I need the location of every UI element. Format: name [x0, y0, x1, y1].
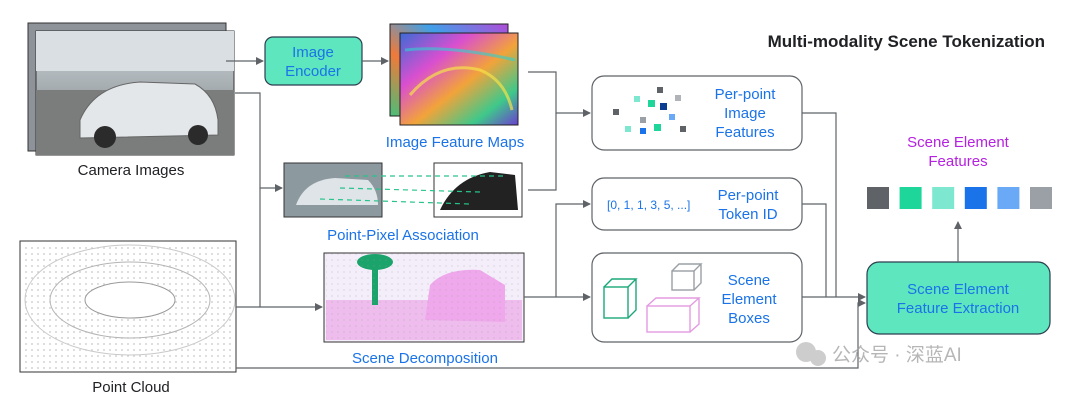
cube-icons — [603, 263, 703, 333]
camera-images — [27, 22, 235, 156]
point-pixel-association — [283, 162, 523, 218]
element-boxes-line3: Boxes — [728, 310, 770, 327]
image-encoder-line2: Encoder — [285, 63, 341, 80]
feature-swatch — [1030, 187, 1052, 209]
diagram-title: Multi-modality Scene Tokenization — [768, 32, 1045, 51]
scene-decomposition — [323, 252, 525, 343]
image-feature-maps — [389, 23, 519, 126]
scene-decomposition-label: Scene Decomposition — [352, 350, 498, 367]
feature-swatch — [997, 187, 1020, 209]
feature-swatches — [867, 187, 1052, 209]
feature-swatch — [867, 187, 889, 209]
camera-images-label: Camera Images — [78, 162, 185, 179]
watermark: 公众号 · 深蓝AI — [796, 342, 962, 366]
watermark-text: 公众号 · 深蓝AI — [832, 344, 962, 366]
element-boxes-line2: Element — [721, 291, 777, 308]
feature-points — [613, 87, 686, 134]
element-boxes-line1: Scene — [728, 272, 771, 289]
per-point-features-line1: Per-point — [715, 86, 777, 103]
image-encoder-line1: Image — [292, 44, 334, 61]
token-id-sequence: [0, 1, 1, 3, 5, ...] — [607, 198, 690, 212]
point-cloud — [19, 240, 237, 373]
feature-swatch — [899, 187, 922, 209]
point-cloud-label: Point Cloud — [92, 379, 170, 396]
element-features-line1: Scene Element — [907, 134, 1010, 151]
extraction-line1: Scene Element — [907, 281, 1010, 298]
token-id-line2: Token ID — [718, 206, 777, 223]
token-id-line1: Per-point — [718, 187, 780, 204]
point-pixel-association-label: Point-Pixel Association — [327, 227, 479, 244]
per-point-features-line3: Features — [715, 124, 774, 141]
feature-swatch — [932, 187, 955, 209]
element-features-line2: Features — [928, 153, 987, 170]
connectors — [226, 57, 962, 369]
feature-swatch — [964, 187, 987, 209]
image-feature-maps-label: Image Feature Maps — [386, 134, 524, 151]
extraction-box — [866, 261, 1051, 335]
car-icon — [79, 81, 219, 139]
extraction-line2: Feature Extraction — [897, 300, 1020, 317]
per-point-features-line2: Image — [724, 105, 766, 122]
